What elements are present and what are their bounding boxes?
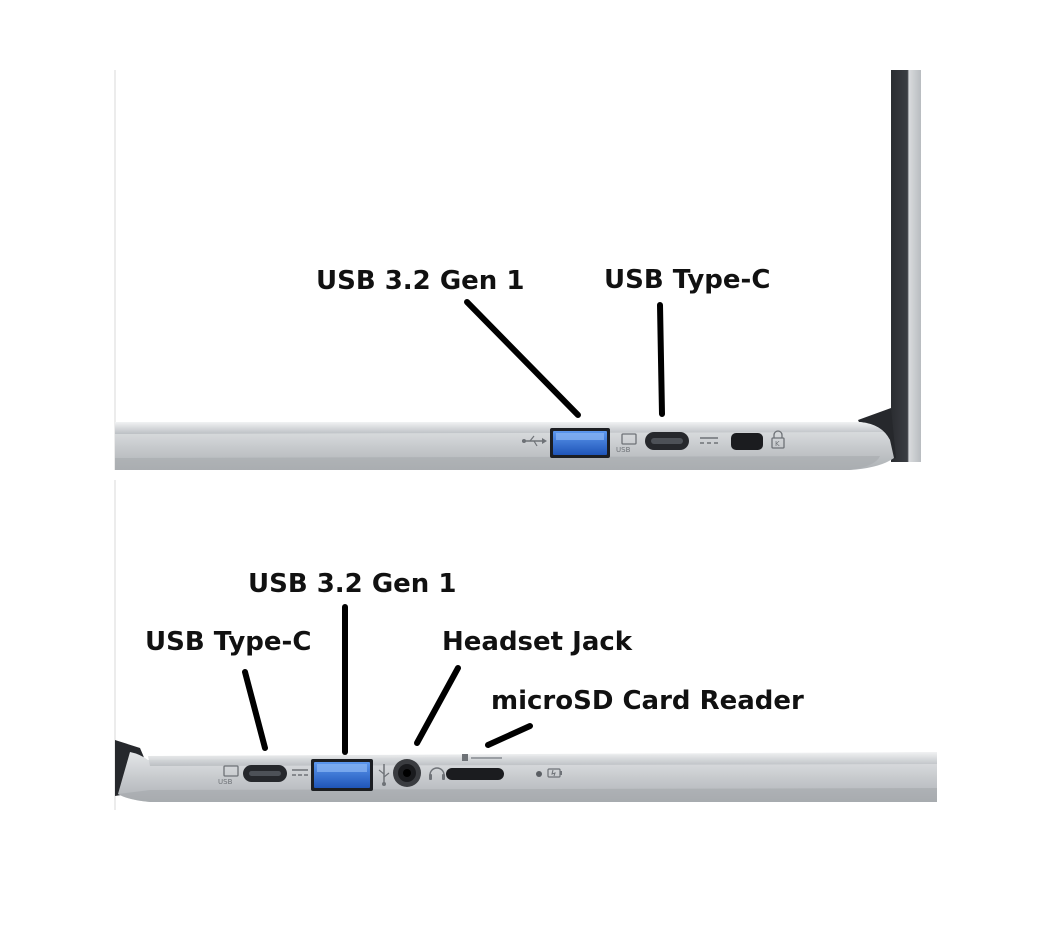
bottom-usb-c-port [243,765,287,782]
usb-icon-bottom [378,764,390,786]
bottom-microsd-pointer [485,723,533,748]
top-usb-c-port [645,432,689,450]
status-led [536,771,542,777]
top-base-shadow [115,456,880,470]
bottom-headset-label: Headset Jack [442,627,633,657]
top-usb-c-pointer [657,302,665,417]
battery-led-icon [547,768,562,778]
top-lid-screen [891,70,921,462]
microsd-icon [462,754,502,761]
top-lock-slot [731,433,763,450]
display-usb-icon-bottom: USB [218,765,239,786]
usb-icon [522,435,547,447]
bottom-laptop-view: USB [114,480,937,810]
bottom-base-highlight [148,752,937,766]
top-usb-a-label: USB 3.2 Gen 1 [316,266,525,296]
bottom-usb-c-label: USB Type-C [145,627,312,657]
top-usb-a-port [550,428,610,458]
bottom-microsd-slot [446,768,504,780]
bottom-usb-c-pointer [242,669,268,751]
top-laptop-view: USB K [114,70,921,470]
top-base-highlight [115,422,884,434]
headset-icon [429,767,445,780]
bottom-base-shadow [118,788,937,802]
bottom-headset-pointer [414,665,461,746]
bottom-headset-jack [393,759,421,787]
dc-power-icon-bottom [292,769,308,776]
top-usb-c-label: USB Type-C [604,265,771,295]
svg-text:USB: USB [616,446,631,454]
bottom-microsd-label: microSD Card Reader [491,686,804,716]
dc-power-icon [700,437,718,444]
top-usb-a-pointer [464,299,581,418]
svg-text:K: K [775,440,780,448]
display-usb-icon: USB [616,433,637,454]
svg-text:USB: USB [218,778,233,786]
bottom-usb-a-label: USB 3.2 Gen 1 [248,569,457,599]
kensington-lock-icon: K [771,430,785,449]
bottom-usb-a-port [311,759,373,791]
